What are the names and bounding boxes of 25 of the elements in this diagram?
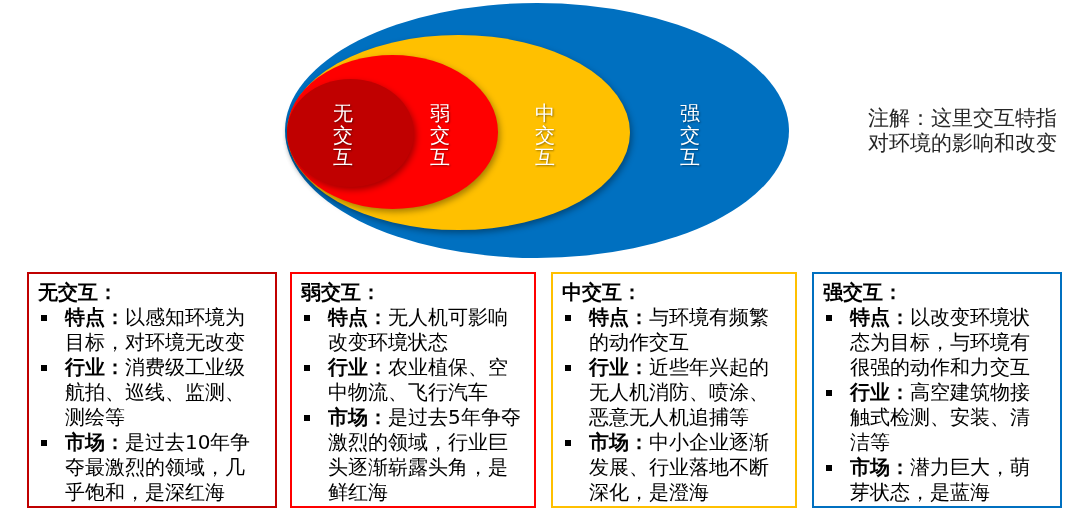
box-heading: 无交互： [38,280,118,305]
description-box [551,272,797,508]
bullet-text: 特点：无人机可影响改变环境状态 [328,305,509,355]
box-heading: 强交互： [823,280,903,305]
bullet-text: 行业：高空建筑物接触式检测、安装、清洁等 [850,380,1031,455]
bullet-text: 市场：中小企业逐渐发展、行业落地不断深化，是澄海 [589,430,770,505]
bullet-text: 特点：以改变环境状态为目标，与环境有很强的动作和力交互 [850,305,1031,380]
ellipse-label: 无交互 [333,102,353,168]
box-heading: 中交互： [562,280,642,305]
bullet-text: 市场：潜力巨大，萌芽状态，是蓝海 [850,455,1031,505]
bullet-text: 行业：消费级工业级航拍、巡线、监测、测绘等 [65,355,246,430]
bullet-text: 行业：农业植保、空中物流、飞行汽车 [328,355,509,405]
bullet-text: 市场：是过去5年争夺激烈的领域，行业巨头逐渐崭露头角，是鲜红海 [328,405,522,505]
description-box [27,272,277,508]
bullet-text: 特点：以感知环境为目标，对环境无改变 [65,305,246,355]
description-box [290,272,536,508]
box-heading: 弱交互： [301,280,381,305]
bullet-text: 特点：与环境有频繁的动作交互 [589,305,770,355]
bullet-text: 行业：近些年兴起的无人机消防、喷涂、恶意无人机追捕等 [589,355,770,430]
description-box [812,272,1062,508]
ellipse-label: 中交互 [535,102,555,168]
note-text: 注解：这里交互特指对环境的影响和改变 [868,106,1058,156]
bullet-text: 市场：是过去10年争夺最激烈的领域，几乎饱和，是深红海 [65,430,252,505]
ellipse-label: 强交互 [680,102,700,168]
ellipse-label: 弱交互 [430,102,450,168]
